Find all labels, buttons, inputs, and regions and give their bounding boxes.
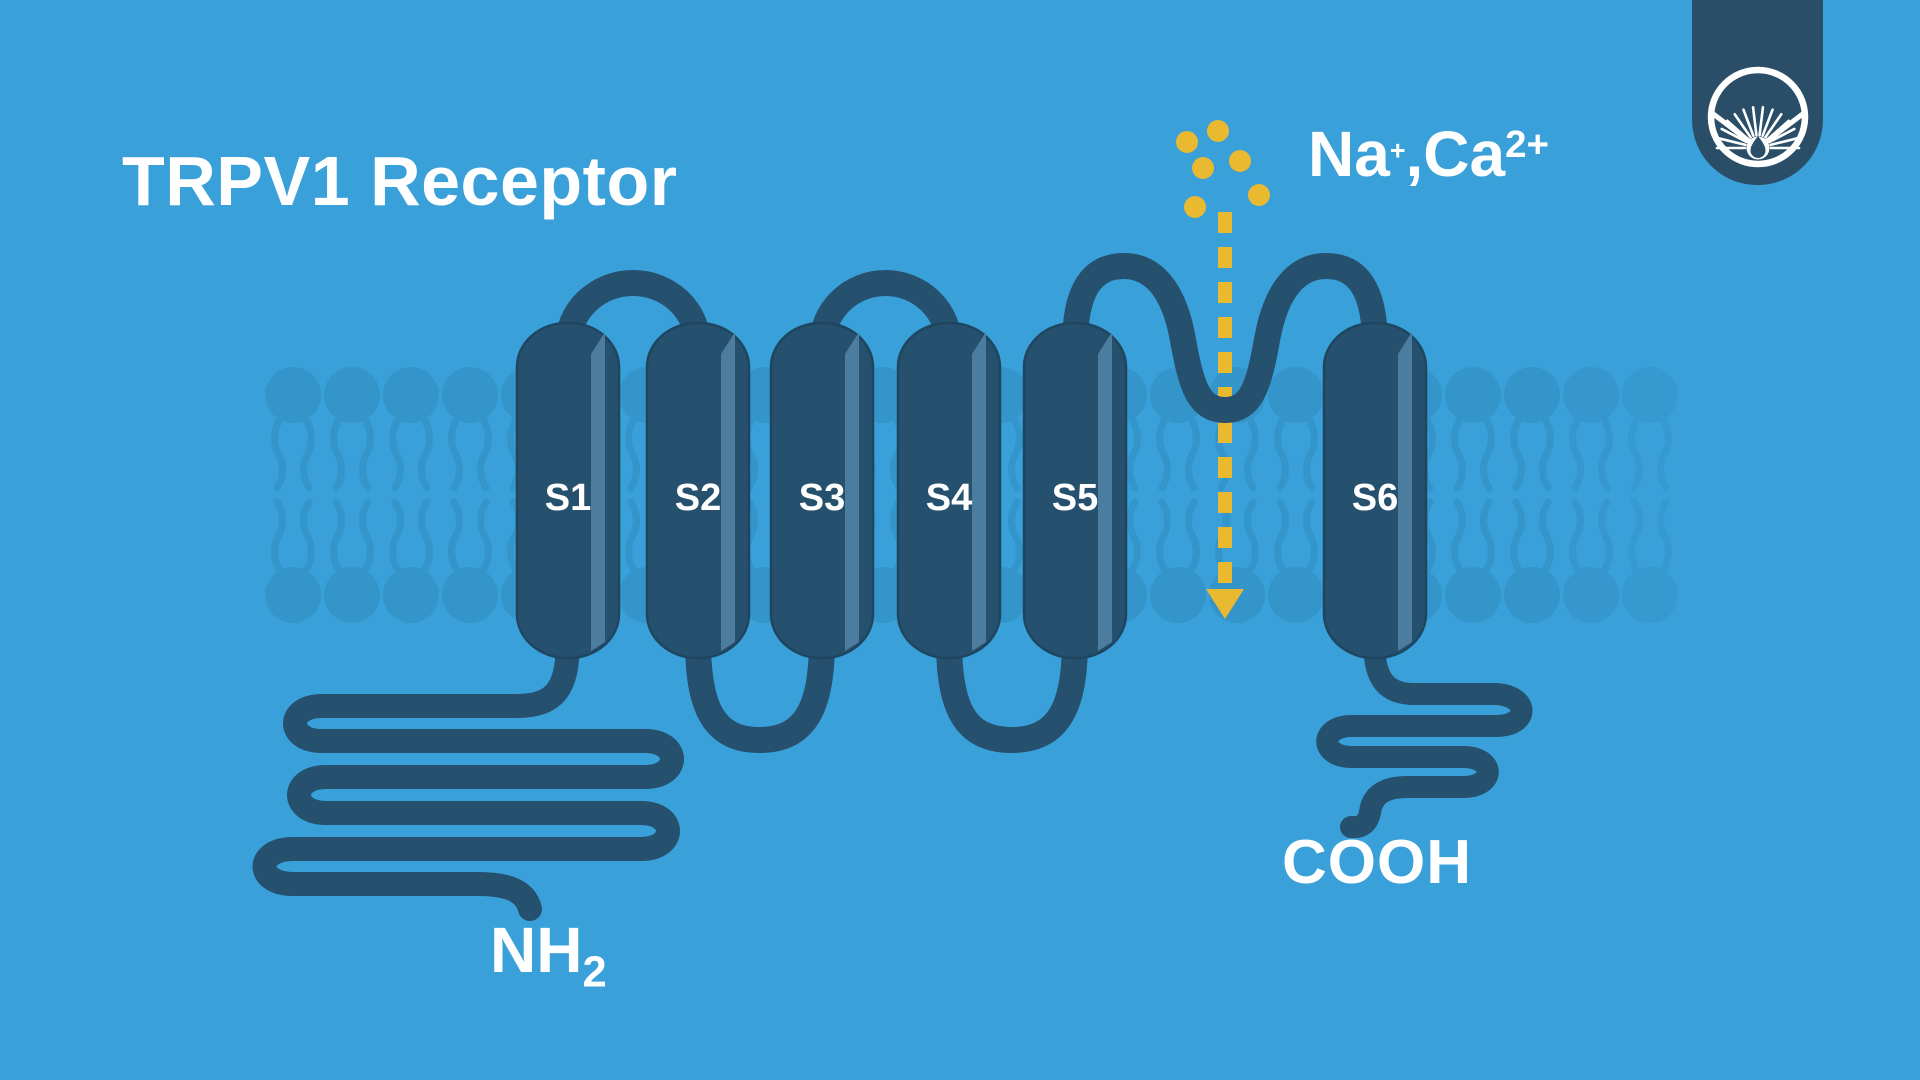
- cylinder-highlight: [1398, 332, 1412, 651]
- segment-label: S5: [1052, 477, 1098, 519]
- lipid-molecule: [1504, 367, 1560, 623]
- na-label: Na: [1308, 118, 1390, 190]
- cylinder-highlight: [1098, 332, 1112, 651]
- cylinder-highlight: [721, 332, 735, 651]
- lipid-molecule: [1563, 367, 1619, 623]
- ca-charge: 2+: [1505, 122, 1549, 166]
- c-terminus-chain: [1316, 629, 1533, 839]
- receptor-protein: S1 S2 S3 S4 S5: [252, 252, 1533, 921]
- osmosis-logo: [1707, 66, 1809, 168]
- segment-label: S1: [545, 477, 591, 519]
- ion-dot: [1248, 184, 1270, 206]
- lipid-molecule: [1445, 367, 1501, 623]
- nh2-subscript: 2: [582, 948, 607, 997]
- cylinder-highlight: [591, 332, 605, 651]
- segment-label: S3: [799, 477, 845, 519]
- segment-cylinder-s4: S4: [896, 321, 1002, 660]
- cylinder-highlight: [845, 332, 859, 651]
- ca-label: Ca: [1423, 118, 1506, 190]
- bottom-loop-s2-s3: [685, 627, 835, 754]
- pore-loop: [1062, 252, 1388, 424]
- na-charge: +: [1389, 135, 1406, 166]
- segment-label: S6: [1352, 477, 1398, 519]
- top-loop-s3-s4: [809, 270, 962, 358]
- segment-label: S2: [675, 477, 721, 519]
- ion-dot: [1207, 120, 1229, 142]
- arrowhead-icon: [1206, 589, 1244, 619]
- lipid-molecule: [383, 367, 439, 623]
- n-terminus-label: NH2: [490, 914, 607, 997]
- segment-label: S4: [926, 477, 972, 519]
- segment-cylinder-s5: S5: [1022, 321, 1128, 660]
- segment-cylinder-s3: S3: [769, 321, 875, 660]
- logo-ring: [1707, 66, 1809, 168]
- brand-banner: [1692, 0, 1823, 185]
- top-loop-s1-s2: [555, 270, 711, 358]
- ions-separator: ,: [1405, 118, 1424, 190]
- ion-dots: [1176, 120, 1270, 218]
- n-terminus-chain: [252, 628, 684, 921]
- segment-cylinder-s2: S2: [645, 321, 751, 660]
- lipid-molecule: [265, 367, 321, 623]
- droplet-icon: [1750, 136, 1766, 158]
- ion-dot: [1229, 150, 1251, 172]
- ion-dot: [1192, 157, 1214, 179]
- segment-cylinder-s6: S6: [1322, 321, 1428, 660]
- c-terminus-label: COOH: [1282, 828, 1472, 897]
- ions-label: Na+,Ca2+: [1308, 122, 1549, 186]
- bottom-loop-s4-s5: [936, 627, 1088, 754]
- ion-dot: [1184, 196, 1206, 218]
- lipid-molecule: [1622, 367, 1678, 623]
- lipid-molecule: [442, 367, 498, 623]
- segment-cylinder-s1: S1: [515, 321, 621, 660]
- cylinder-highlight: [972, 332, 986, 651]
- page-title: TRPV1 Receptor: [122, 142, 678, 220]
- lipid-molecule: [324, 367, 380, 623]
- lipid-molecule: [1268, 367, 1324, 623]
- ion-dot: [1176, 131, 1198, 153]
